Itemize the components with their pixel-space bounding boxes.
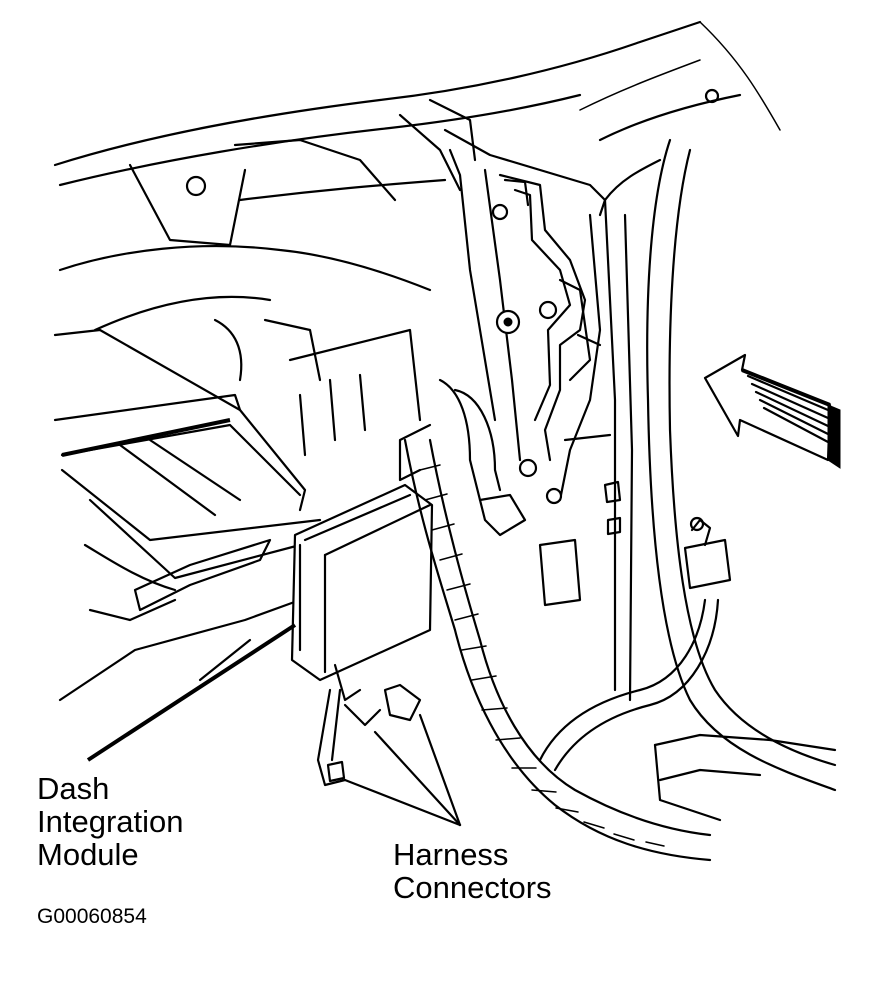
module-mounting-bracket	[316, 688, 347, 787]
dash-integration-module-label: Dash Integration Module	[37, 772, 184, 871]
figure-code: G00060854	[37, 905, 147, 928]
view-direction-arrow	[703, 353, 841, 469]
label-line-module: Module	[37, 837, 139, 872]
wiring-harness-loom	[398, 378, 712, 862]
label-line-integration: Integration	[37, 804, 184, 839]
side-harness-connector	[538, 516, 732, 772]
pillar-bracket	[443, 128, 607, 505]
dash-integration-module-box	[290, 483, 434, 727]
module-leader-line	[86, 623, 297, 762]
label-line-dash: Dash	[37, 771, 110, 806]
connector-leader-line-2	[373, 730, 462, 827]
label-line-connectors: Connectors	[393, 870, 552, 905]
harness-connectors-label: Harness Connectors	[393, 838, 552, 904]
connector-leader-line-1	[343, 778, 462, 827]
left-panel-assembly	[53, 318, 422, 702]
callout-leader-lines	[86, 623, 462, 827]
dashboard-outline	[53, 20, 781, 332]
door-opening-panel	[538, 93, 837, 822]
connector-leader-line-3	[418, 713, 462, 827]
label-line-harness: Harness	[393, 837, 509, 872]
